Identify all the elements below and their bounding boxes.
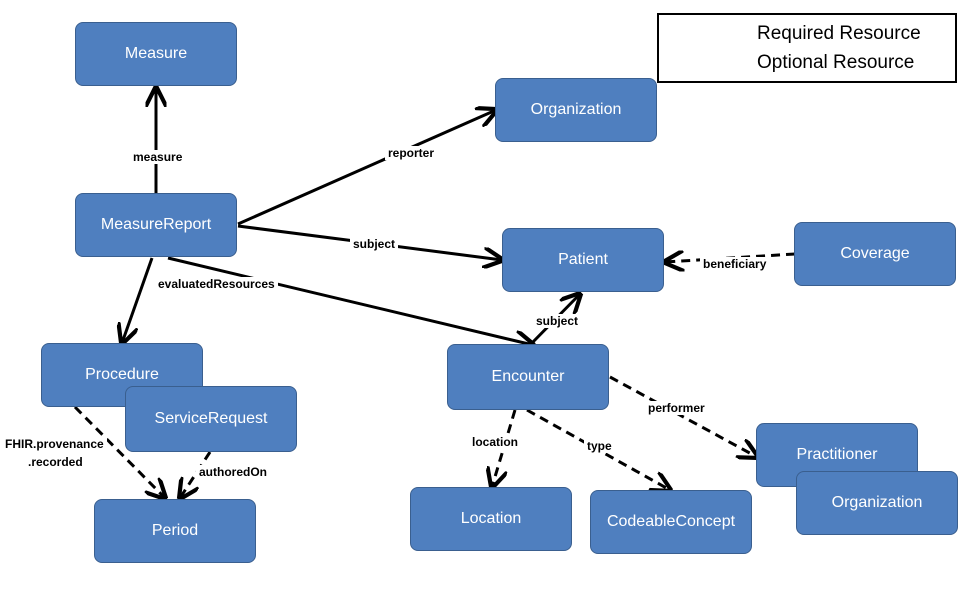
node-location: Location [410,487,572,551]
edge-reporter [237,110,496,226]
legend [657,13,957,83]
node-servicerequest: ServiceRequest [125,386,297,452]
edge-label-measure: measure [130,150,186,164]
node-measurereport: MeasureReport [75,193,237,257]
node-organization-top: Organization [495,78,657,142]
edge-performer [609,375,757,457]
node-practitioner-label: Practitioner [796,446,878,463]
edge-label-location: location [469,435,522,449]
edge-label-authoredon: authoredOn [196,465,270,479]
node-coverage: Coverage [794,222,956,286]
edge-label-provenance-2: .recorded [25,455,86,469]
edge-label-evaluated: evaluatedResources [155,277,278,291]
node-organization-bottom: Organization [796,471,958,535]
node-encounter-label: Encounter [491,368,565,385]
node-period-label: Period [151,522,199,539]
node-codeableconcept-label: CodeableConcept [606,513,736,530]
edge-label-reporter: reporter [385,146,438,160]
node-servicerequest-label: ServiceRequest [154,410,268,427]
edge-location [492,409,517,487]
edge-evaluated-encounter [167,256,533,345]
node-procedure-label: Procedure [85,366,159,383]
node-period: Period [94,499,256,563]
node-measure: Measure [75,22,237,86]
node-measurereport-label: MeasureReport [100,216,212,233]
node-organization-top-label: Organization [530,101,622,118]
node-codeableconcept: CodeableConcept [590,490,752,554]
edge-label-subject-report: subject [350,237,399,251]
node-organization-bottom-label: Organization [831,494,923,511]
legend-optional-label: Optional Resource [757,52,915,73]
node-patient: Patient [502,228,664,292]
node-encounter: Encounter [447,344,609,410]
edge-label-provenance-1: FHIR.provenance [2,437,107,451]
edge-label-performer: performer [645,401,708,415]
edge-label-type: type [584,439,615,453]
edge-authoredon [180,451,212,498]
node-location-label: Location [460,510,522,527]
legend-required-label: Required Resource [757,23,921,44]
node-procedure: Procedure [41,343,203,407]
node-patient-label: Patient [558,251,608,268]
edge-label-beneficiary: beneficiary [700,257,770,271]
edge-provenance [73,405,165,498]
edge-label-subject-encounter: subject [533,314,582,328]
node-measure-label: Measure [124,45,188,62]
edge-evaluated-procedure [122,257,154,343]
node-coverage-label: Coverage [840,245,910,262]
